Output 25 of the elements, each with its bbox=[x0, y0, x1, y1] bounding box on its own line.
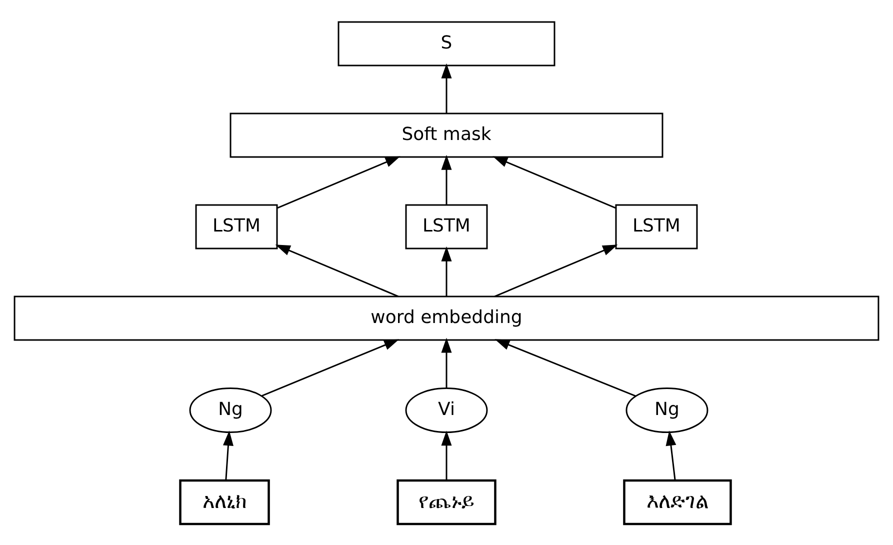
arrow bbox=[441, 337, 452, 388]
arrow bbox=[666, 430, 676, 480]
arrow bbox=[441, 430, 452, 480]
arrow bbox=[494, 244, 618, 297]
arrow bbox=[223, 430, 234, 480]
node-box: LSTM bbox=[615, 204, 698, 249]
arrow bbox=[441, 154, 452, 204]
node-box: LSTM bbox=[405, 204, 488, 249]
arrow bbox=[441, 246, 452, 296]
arrow bbox=[441, 62, 452, 113]
arrow bbox=[277, 156, 400, 208]
node-box: Soft mask bbox=[230, 112, 664, 158]
node-ellipse: Ng bbox=[189, 386, 272, 433]
arrow bbox=[262, 338, 400, 396]
node-box: S bbox=[338, 20, 556, 66]
node-ellipse: Ng bbox=[626, 386, 708, 433]
node-box: የጨኑይ bbox=[396, 478, 496, 525]
node-box: እለድገል bbox=[623, 478, 732, 525]
node-box: አለኒክ bbox=[179, 478, 270, 525]
node-ellipse: Vi bbox=[405, 386, 488, 433]
node-box: word embedding bbox=[14, 295, 880, 340]
node-box: LSTM bbox=[195, 204, 278, 249]
arrow bbox=[492, 156, 616, 208]
arrow bbox=[494, 338, 636, 396]
arrow bbox=[275, 244, 399, 297]
